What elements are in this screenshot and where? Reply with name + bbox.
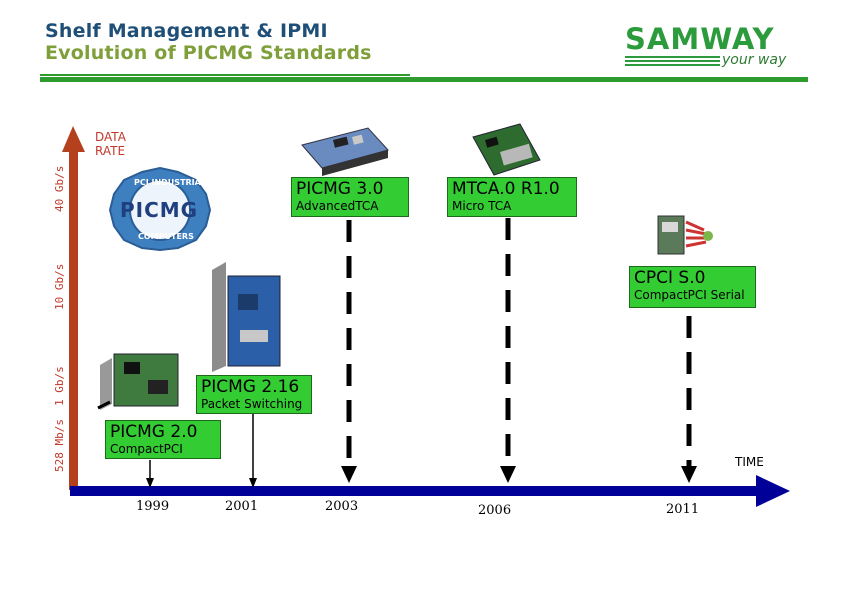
year-2006: 2006: [478, 503, 511, 518]
year-2003: 2003: [325, 499, 358, 514]
standard-sub: Packet Switching: [201, 397, 307, 411]
standard-box-picmg-30: PICMG 3.0 AdvancedTCA: [291, 177, 409, 217]
standard-box-cpci-s0: CPCI S.0 CompactPCI Serial: [629, 266, 756, 308]
year-1999: 1999: [136, 499, 169, 514]
standard-name: CPCI S.0: [634, 268, 751, 288]
badge-picmg-text: PICMG: [120, 198, 198, 222]
standard-sub: CompactPCI Serial: [634, 288, 751, 302]
year-2011: 2011: [666, 502, 699, 517]
arrow-2011: [681, 316, 697, 483]
y-axis-title: DATA RATE: [95, 130, 155, 158]
year-2001: 2001: [225, 499, 258, 514]
arrow-2003: [341, 220, 357, 483]
standard-name: PICMG 2.0: [110, 422, 216, 442]
badge-bottom-text: COMPUTERS: [138, 232, 194, 241]
standard-sub: AdvancedTCA: [296, 199, 404, 213]
y-tick-1gbs: 1 Gb/s: [53, 366, 66, 406]
picmg-216-board-image: [212, 262, 280, 372]
cpci-serial-board-image: [658, 216, 713, 254]
standard-box-picmg-216: PICMG 2.16 Packet Switching: [196, 375, 312, 414]
standard-sub: CompactPCI: [110, 442, 216, 456]
standard-name: PICMG 3.0: [296, 179, 404, 199]
arrow-2006: [500, 218, 516, 483]
standard-sub: Micro TCA: [452, 199, 572, 213]
y-tick-528mbs: 528 Mb/s: [53, 419, 66, 472]
arrow-2001: [249, 414, 257, 488]
y-tick-10gbs: 10 Gb/s: [53, 264, 66, 310]
x-axis-title: TIME: [735, 455, 764, 469]
y-tick-40gbs: 40 Gb/s: [53, 166, 66, 212]
standard-box-picmg-20: PICMG 2.0 CompactPCI: [105, 420, 221, 459]
standard-name: PICMG 2.16: [201, 377, 307, 397]
badge-top-text: PCI INDUSTRIAL: [134, 178, 206, 187]
mtca-board-image: [473, 124, 540, 175]
picmg-20-board-image: [98, 354, 178, 410]
atca-board-image: [302, 128, 388, 176]
standard-name: MTCA.0 R1.0: [452, 179, 572, 199]
arrow-1999: [146, 460, 154, 488]
standard-box-mtca: MTCA.0 R1.0 Micro TCA: [447, 177, 577, 217]
